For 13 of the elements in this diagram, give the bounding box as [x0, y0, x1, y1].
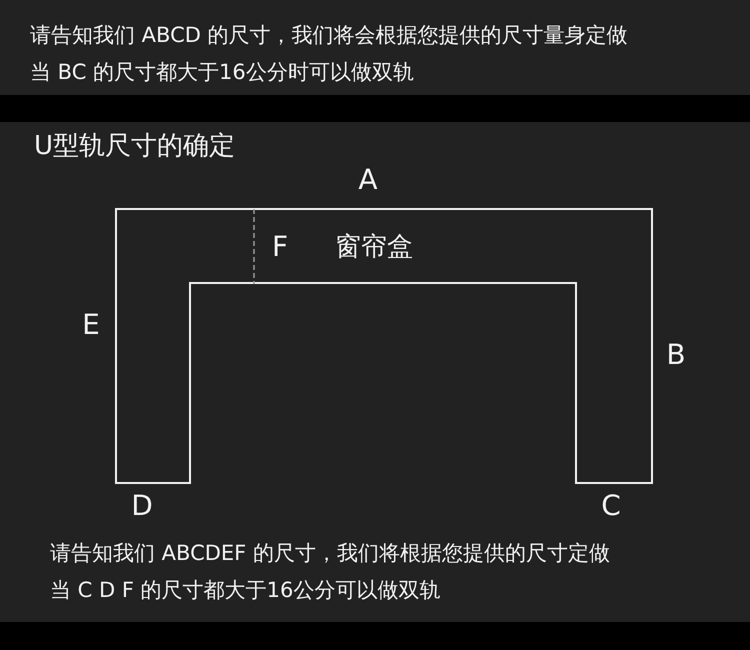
- note-text: 当 BC 的尺寸都大于16公分时可以做双轨: [30, 59, 414, 86]
- note-text: 请告知我们 ABCD 的尺寸，我们将会根据您提供的尺寸量身定做: [30, 22, 628, 49]
- note-text: 请告知我们 ABCDEF 的尺寸，我们将根据您提供的尺寸定做: [50, 540, 610, 567]
- dimension-label: F: [272, 231, 288, 263]
- dimension-label: D: [131, 490, 153, 522]
- dimension-label: C: [601, 490, 621, 522]
- dimension-label: E: [82, 309, 100, 341]
- u-shaped-curtain-box: [115, 208, 653, 484]
- title: U型轨尺寸的确定: [34, 130, 236, 163]
- dimension-label: B: [666, 339, 686, 371]
- dimension-label: A: [358, 164, 378, 196]
- box-label: 窗帘盒: [335, 231, 413, 264]
- note-text: 当 C D F 的尺寸都大于16公分可以做双轨: [50, 577, 440, 604]
